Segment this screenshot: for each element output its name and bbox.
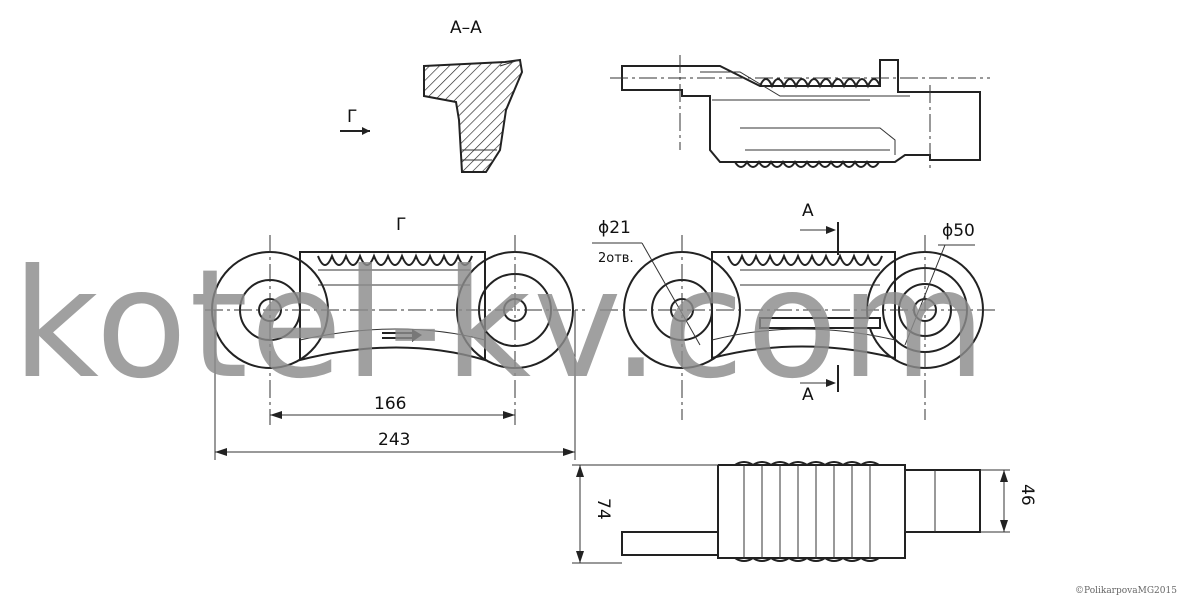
copyright-text: ©PolikarpovaMG2015 (1075, 586, 1177, 596)
dimension-243: 243 (215, 430, 575, 456)
dimension-46-value: 46 (1017, 484, 1037, 506)
hole-callout: ϕ21 2отв. (592, 218, 701, 346)
hole-count-label: 2отв. (598, 251, 634, 266)
plan-view-g: Г (205, 215, 585, 460)
dimension-243-value: 243 (378, 430, 410, 450)
section-title: А–А (450, 18, 482, 38)
section-profile (423, 58, 524, 173)
side-view (610, 55, 990, 170)
cut-line-a-a: А А (800, 201, 839, 405)
cut-mark-top: А (802, 201, 814, 221)
view-arrow: Г (340, 107, 370, 135)
dimension-74-value: 74 (593, 498, 613, 520)
cut-mark-bottom: А (802, 385, 814, 405)
view-arrow-label: Г (347, 107, 357, 127)
dimension-46: 46 (1000, 470, 1037, 532)
watermark: kotel-kv.com (12, 238, 988, 412)
hole-diameter-label: ϕ21 (598, 218, 631, 238)
dimension-166: 166 (270, 394, 515, 419)
plan-view-right (600, 235, 995, 420)
dimension-74: 74 (576, 465, 613, 563)
front-view (572, 461, 1010, 564)
section-a-a: А–А (423, 18, 524, 173)
dimension-166-value: 166 (374, 394, 406, 414)
boss-callout: ϕ50 (904, 221, 975, 346)
view-title: Г (396, 215, 406, 235)
boss-diameter-label: ϕ50 (942, 221, 975, 241)
